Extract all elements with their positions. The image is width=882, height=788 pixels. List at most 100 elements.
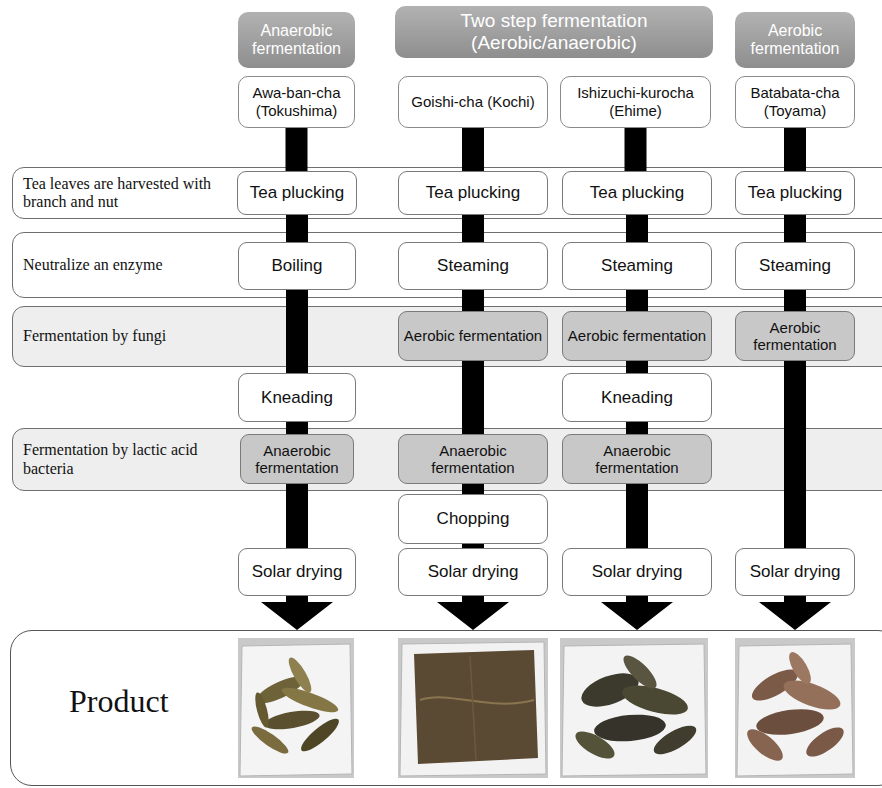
node-label: Anaerobic fermentation	[243, 22, 350, 59]
node-label: Solar drying	[592, 562, 683, 582]
photo-goishi-cha	[398, 638, 548, 778]
process-box: Chopping	[398, 494, 548, 544]
node-label: Steaming	[437, 256, 509, 276]
flow-arrow	[784, 288, 806, 313]
flow-arrow	[462, 213, 484, 244]
flow-arrow	[437, 594, 509, 630]
flow-arrow	[286, 288, 308, 375]
fermentation-box: Anaerobic fermentation	[398, 434, 548, 484]
node-label: Tea plucking	[590, 183, 685, 203]
node-label: Product	[69, 683, 169, 720]
node-label: Solar drying	[428, 562, 519, 582]
flow-arrow	[462, 359, 484, 436]
process-box: Solar drying	[238, 548, 356, 596]
node-label: Awa-ban-cha (Tokushima)	[243, 84, 350, 120]
flow-arrow	[784, 359, 806, 550]
photo-batabata-cha	[735, 638, 855, 778]
stage-band: Fermentation by lactic acid bacteria Anae…	[12, 428, 882, 491]
fermentation-box: Anaerobic fermentation	[240, 434, 354, 484]
node-label: Anaerobic fermentation	[403, 442, 543, 477]
node-label: Batabata-cha (Toyama)	[740, 84, 850, 120]
leaf-vein	[420, 697, 534, 703]
leaf-vein	[470, 656, 476, 760]
flow-arrow	[462, 288, 484, 313]
flow-arrow	[784, 213, 806, 244]
node-label: Anaerobic fermentation	[567, 442, 707, 477]
tea-name-box: Batabata-cha (Toyama)	[735, 76, 855, 128]
process-box: Solar drying	[398, 548, 548, 596]
process-box: Tea plucking	[398, 171, 548, 215]
node-label: Tea leaves are harvested with branch and…	[23, 175, 223, 212]
node-label: Goishi-cha (Kochi)	[411, 93, 534, 111]
node-label: Fermentation by lactic acid bacteria	[23, 441, 223, 478]
photo-ground	[398, 638, 548, 778]
stage-band: Fermentation by fungi Aerobic fermentatio…	[12, 306, 882, 367]
node-label: Neutralize an enzyme	[23, 256, 223, 274]
flow-arrow	[626, 213, 648, 244]
process-box: Tea plucking	[735, 171, 855, 215]
flow-arrow	[261, 594, 333, 630]
tray	[562, 644, 706, 776]
leaf	[249, 722, 292, 757]
tray	[240, 644, 352, 776]
node-label: Steaming	[601, 256, 673, 276]
tea-name-box: Awa-ban-cha (Tokushima)	[238, 76, 355, 128]
process-box: Solar drying	[735, 548, 855, 596]
flow-arrow	[626, 482, 648, 550]
node-label: Fermentation by fungi	[23, 327, 223, 345]
leaf	[785, 649, 815, 687]
node-label: Aerobic fermentation	[404, 327, 542, 344]
flow-arrow	[625, 126, 647, 173]
fermentation-box: Aerobic fermentation	[398, 311, 548, 361]
leaf	[593, 712, 667, 744]
fermentation-box: Aerobic fermentation	[562, 311, 712, 361]
node-label: Boiling	[271, 256, 322, 276]
node-label: Solar drying	[252, 562, 343, 582]
node-label: Steaming	[759, 256, 831, 276]
node-label: Tea plucking	[426, 183, 521, 203]
node-label: Aerobic fermentation	[740, 22, 850, 59]
flow-arrow	[286, 213, 308, 244]
node-label: Kneading	[601, 388, 673, 408]
node-label: Kneading	[261, 388, 333, 408]
process-box: Kneading	[238, 373, 356, 422]
photo-ground	[238, 638, 354, 778]
leaf	[755, 705, 826, 738]
leaf	[742, 724, 787, 766]
node-label: Tea plucking	[748, 183, 843, 203]
leaf	[263, 707, 321, 732]
tray	[737, 644, 853, 776]
process-box: Steaming	[398, 242, 548, 290]
node-label: Tea plucking	[250, 183, 345, 203]
process-box: Steaming	[562, 242, 712, 290]
fermentation-box: Aerobic fermentation	[735, 311, 855, 361]
photo-ground	[735, 638, 855, 778]
node-label: Ishizuchi-kurocha (Ehime)	[565, 84, 706, 120]
stage-band: Tea leaves are harvested with branch and…	[12, 167, 882, 219]
node-label: Solar drying	[750, 562, 841, 582]
leaf	[285, 655, 315, 696]
flow-arrow	[286, 126, 308, 173]
node-label: Aerobic fermentation	[740, 319, 850, 354]
flow-arrow	[601, 594, 673, 630]
leaf	[253, 691, 272, 728]
process-box: Solar drying	[562, 548, 712, 596]
node-label: Chopping	[437, 509, 510, 529]
leaf	[802, 722, 848, 762]
flow-arrow	[626, 288, 648, 313]
leaf	[650, 720, 701, 760]
node-label: Aerobic fermentation	[568, 327, 706, 344]
stage-band: Neutralize an enzyme Boiling Steaming Steam…	[12, 232, 882, 298]
fermentation-box: Anaerobic fermentation	[562, 434, 712, 484]
photo-awa-ban-cha	[238, 638, 354, 778]
tray	[400, 642, 546, 776]
tea-name-box: Goishi-cha (Kochi)	[398, 76, 548, 128]
process-box: Kneading	[562, 373, 712, 422]
photo-ishizuchi-kurocha	[560, 638, 708, 778]
flow-arrow	[784, 126, 806, 173]
node-label: Two step fermentation (Aerobic/anaerobic…	[400, 10, 708, 54]
process-box: Tea plucking	[237, 171, 357, 215]
process-box: Steaming	[735, 242, 855, 290]
flow-arrow	[759, 594, 831, 630]
leaf	[619, 651, 661, 693]
